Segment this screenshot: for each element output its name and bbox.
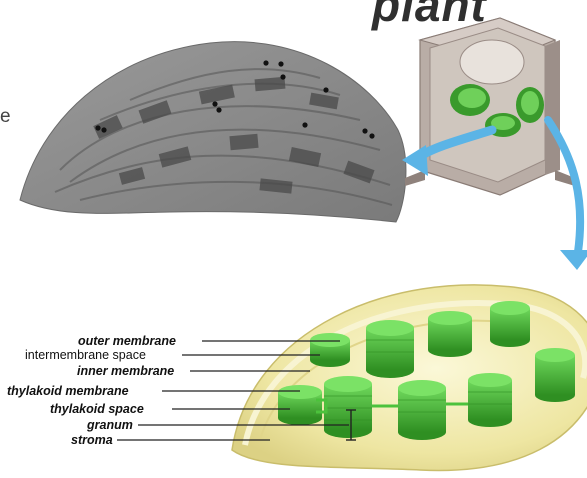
label-stroma: stroma <box>71 433 113 447</box>
label-thylakoid-space: thylakoid space <box>50 402 144 416</box>
label-outer-membrane: outer membrane <box>78 334 176 348</box>
label-granum: granum <box>87 418 133 432</box>
label-inner-membrane: inner membrane <box>77 364 174 378</box>
label-intermembrane-space: intermembrane space <box>25 348 146 362</box>
label-thylakoid-membrane: thylakoid membrane <box>7 384 129 398</box>
micrograph <box>20 42 406 222</box>
plant-cell <box>405 18 575 195</box>
chloroplast-cutaway <box>232 285 587 471</box>
